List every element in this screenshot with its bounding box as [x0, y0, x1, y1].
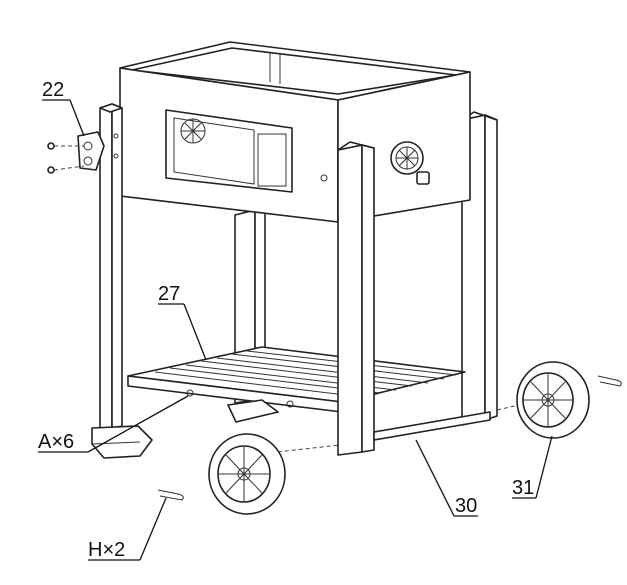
side-knob-icon [390, 141, 430, 185]
right-cotter-pin [597, 375, 622, 387]
right-wheel [516, 361, 590, 439]
front-left-leg [91, 103, 153, 459]
leader-a [87, 395, 189, 453]
left-cotter-pin [157, 489, 184, 501]
leader-22 [69, 99, 85, 137]
callout-31: 31 [512, 477, 534, 499]
burner-knob-icon [180, 118, 206, 144]
cart-body [119, 41, 471, 223]
callout-22: 22 [42, 79, 64, 101]
callout-27: 27 [158, 283, 180, 305]
leader-31 [535, 435, 553, 499]
callout-h: H×2 [88, 539, 125, 561]
hinge-bracket [47, 131, 105, 174]
leader-h [139, 497, 167, 561]
front-right-leg [337, 141, 375, 456]
back-left-foot [227, 399, 279, 423]
callout-a: A×6 [38, 431, 74, 453]
leader-27 [183, 303, 207, 361]
leader-30 [415, 439, 455, 517]
left-wheel [208, 433, 286, 515]
lower-shelf [127, 346, 466, 413]
callout-30: 30 [455, 495, 477, 517]
